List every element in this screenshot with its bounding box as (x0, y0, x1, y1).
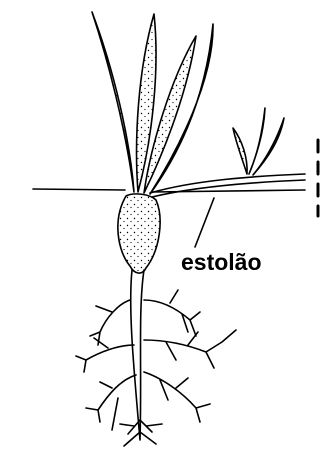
stolon (150, 174, 305, 197)
stolon-label: estolão (181, 249, 262, 275)
root-branch-right-middle (144, 330, 236, 368)
tuber (118, 194, 160, 273)
label-leader-line (195, 198, 214, 247)
root-branch-right-lower (144, 372, 210, 422)
leaf-left (92, 12, 134, 192)
root-branch-left-lower (86, 375, 136, 430)
root-branch-left-middle (76, 338, 134, 372)
root-branch-left-upper (90, 300, 130, 345)
ground-line (33, 189, 305, 192)
shoot-leaf-1 (233, 128, 247, 174)
root-branch-right-upper (144, 290, 200, 336)
leaf-right-outer (150, 24, 213, 194)
taproot (131, 270, 144, 440)
